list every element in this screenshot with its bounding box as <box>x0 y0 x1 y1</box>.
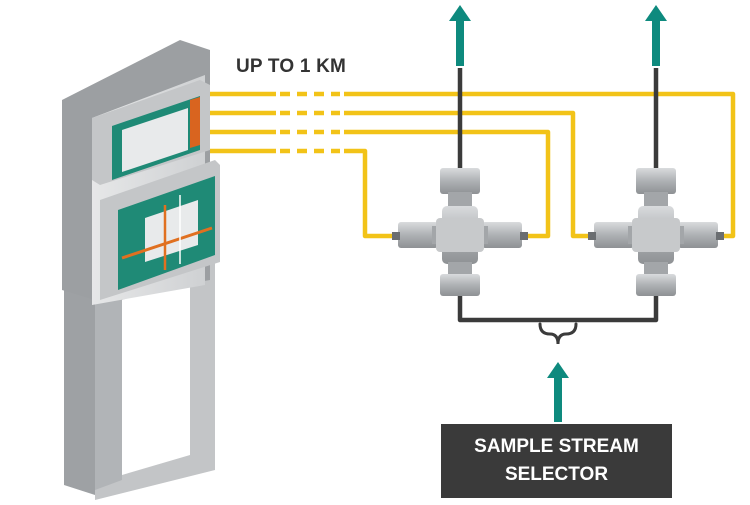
sample-return-tube <box>457 295 659 323</box>
selector-brace <box>538 322 578 345</box>
sample-stream-selector-label: SAMPLE STREAM SELECTOR <box>441 424 672 498</box>
selector-label-line-2: SELECTOR <box>504 464 609 485</box>
arrow-up-icon-right <box>645 5 667 66</box>
cable-break-dashes <box>280 91 340 154</box>
cable-3 <box>344 129 551 239</box>
valve-icon-left <box>392 168 528 296</box>
arrow-up-icon-left <box>449 5 471 66</box>
valve-icon-right <box>588 168 724 296</box>
arrow-up-icon-selector <box>547 362 569 422</box>
selector-label-line-1: SAMPLE STREAM <box>474 436 639 457</box>
distance-label: UP TO 1 KM <box>236 56 347 77</box>
analyzer-cabinet-icon <box>62 40 220 500</box>
sample-tubing <box>457 68 659 323</box>
cable-1 <box>344 91 736 239</box>
cable-4 <box>344 148 398 239</box>
